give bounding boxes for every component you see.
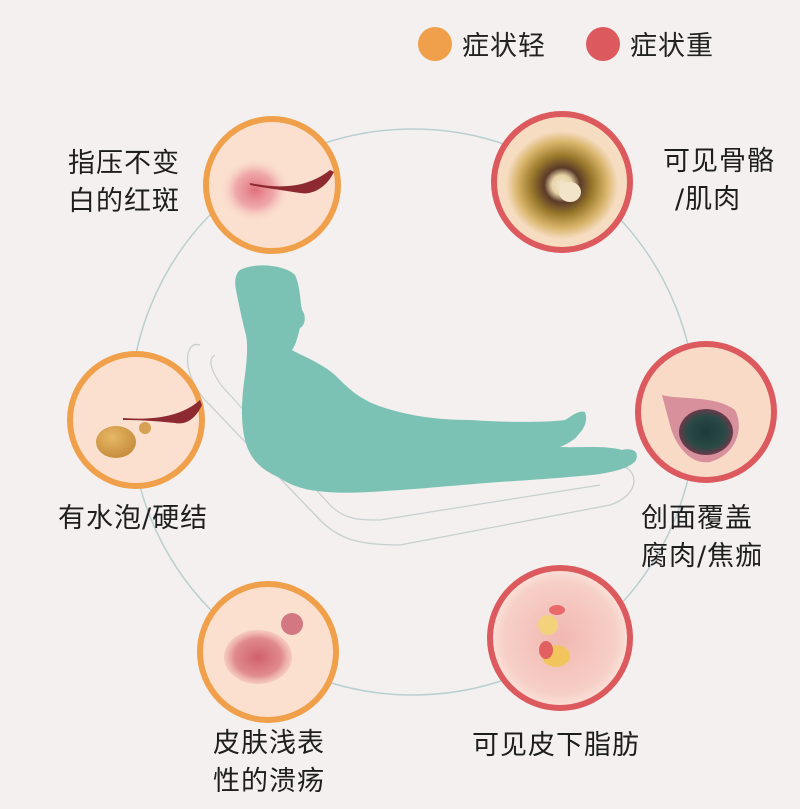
label-bone-muscle-line2: /肌肉 [675, 184, 742, 215]
label-bone-muscle-line1: 可见骨骼 [663, 146, 775, 177]
label-superficial-ulcer-line2: 性的溃疡 [213, 766, 325, 797]
stage-erythema-circle [203, 116, 341, 254]
label-bone-muscle: 可见骨骼 /肌肉 [663, 143, 775, 219]
stage-blister-circle [67, 351, 205, 489]
patient-silhouette-icon [235, 265, 637, 493]
stage-bone-muscle-circle [491, 111, 633, 253]
legend-item-severe: 症状重 [586, 24, 714, 63]
stage-subcutaneous-fat-circle [487, 565, 633, 711]
bed-outline [186, 343, 635, 546]
label-subcutaneous-fat-line1: 可见皮下脂肪 [472, 730, 640, 761]
label-superficial-ulcer-line1: 皮肤浅表 [213, 728, 325, 759]
label-blister-line1: 有水泡/硬结 [58, 503, 209, 534]
label-slough-eschar-line2: 腐肉/焦痂 [641, 541, 764, 572]
label-erythema: 指压不变 白的红斑 [68, 145, 180, 221]
stage-slough-eschar-circle [635, 341, 777, 483]
label-slough-eschar-line1: 创面覆盖 [641, 503, 753, 534]
mild-dot-icon [418, 26, 452, 61]
legend-label-mild: 症状轻 [462, 31, 546, 62]
severe-dot-icon [586, 26, 620, 61]
label-superficial-ulcer: 皮肤浅表 性的溃疡 [213, 725, 325, 801]
label-subcutaneous-fat: 可见皮下脂肪 [472, 727, 640, 765]
legend-label-severe: 症状重 [630, 31, 714, 62]
label-erythema-line2: 白的红斑 [68, 186, 180, 217]
severity-legend: 症状轻 症状重 [418, 24, 754, 63]
legend-item-mild: 症状轻 [418, 24, 546, 63]
bed-inner-outline [210, 354, 601, 521]
label-blister: 有水泡/硬结 [58, 500, 208, 538]
label-slough-eschar: 创面覆盖 腐肉/焦痂 [641, 500, 763, 576]
stage-superficial-ulcer-circle [197, 581, 339, 723]
label-erythema-line1: 指压不变 [68, 148, 180, 179]
